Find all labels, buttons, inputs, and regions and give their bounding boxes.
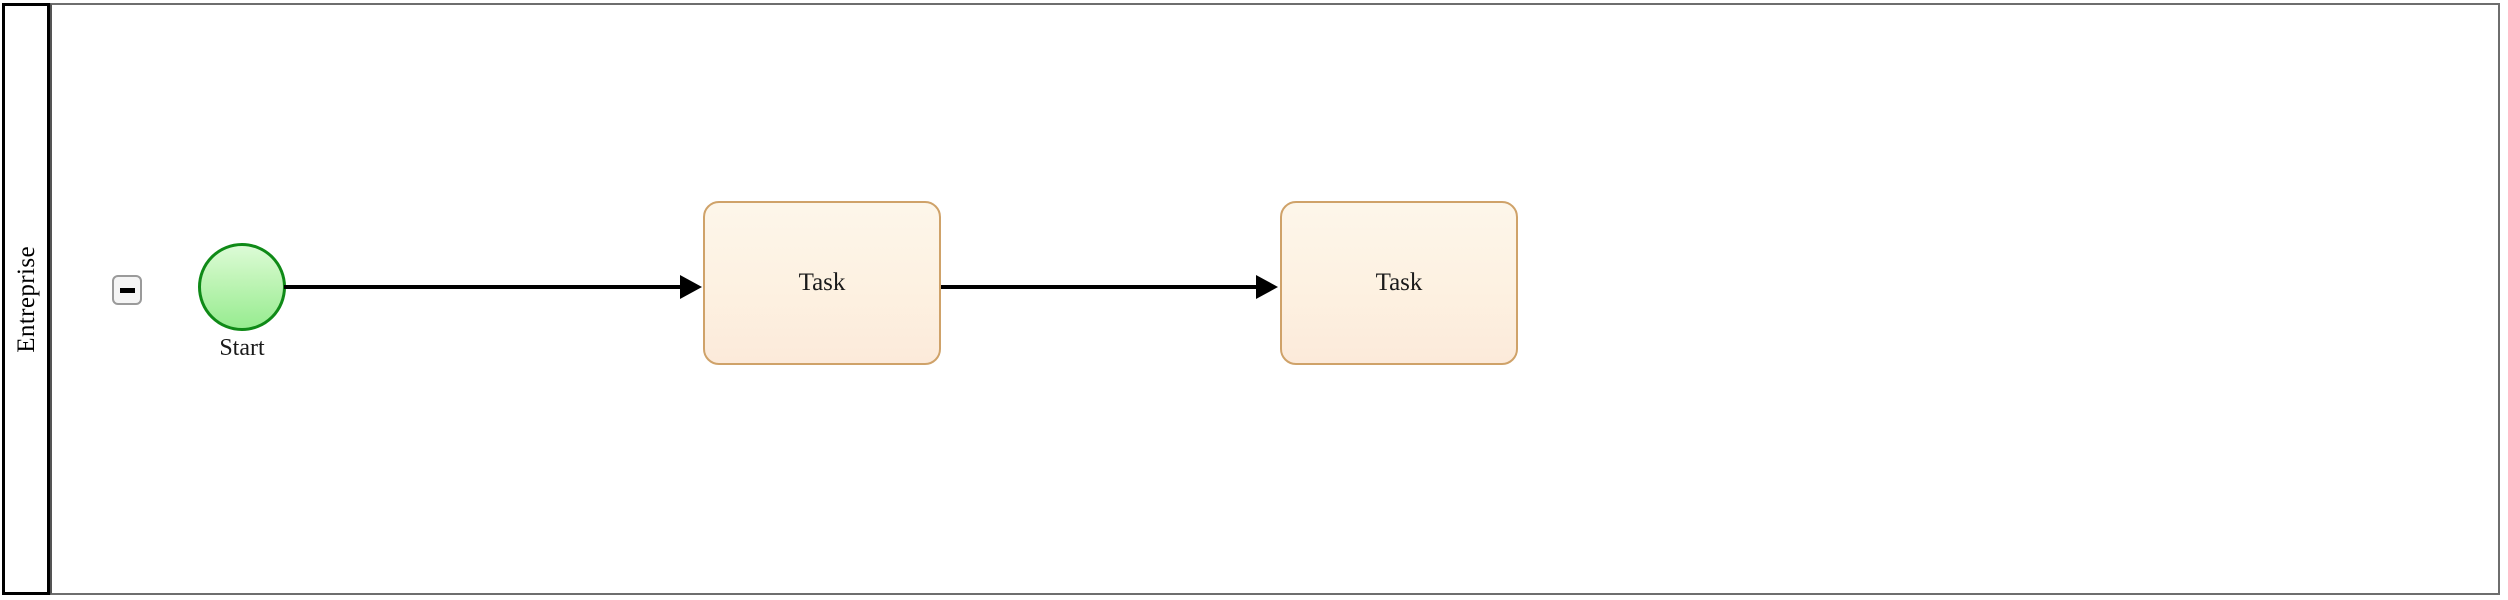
task-node-2[interactable]: Task <box>1280 201 1518 365</box>
pool-entreprise: Entreprise Start Task Task <box>2 3 2500 595</box>
sequence-flow-2-arrowhead-icon <box>1256 275 1278 299</box>
start-event-node[interactable] <box>198 243 286 331</box>
start-event-label: Start <box>219 335 265 361</box>
lane-body: Start Task Task <box>50 3 2500 595</box>
task-node-1[interactable]: Task <box>703 201 941 365</box>
lane-collapse-button[interactable] <box>112 275 142 305</box>
sequence-flow-2[interactable] <box>941 285 1257 289</box>
task-node-2-label: Task <box>1375 269 1423 296</box>
sequence-flow-1[interactable] <box>284 285 682 289</box>
task-node-1-label: Task <box>798 269 846 296</box>
lane-header-label: Entreprise <box>12 245 40 353</box>
lane-header[interactable]: Entreprise <box>2 3 50 595</box>
minus-icon <box>119 287 135 293</box>
sequence-flow-1-arrowhead-icon <box>680 275 702 299</box>
